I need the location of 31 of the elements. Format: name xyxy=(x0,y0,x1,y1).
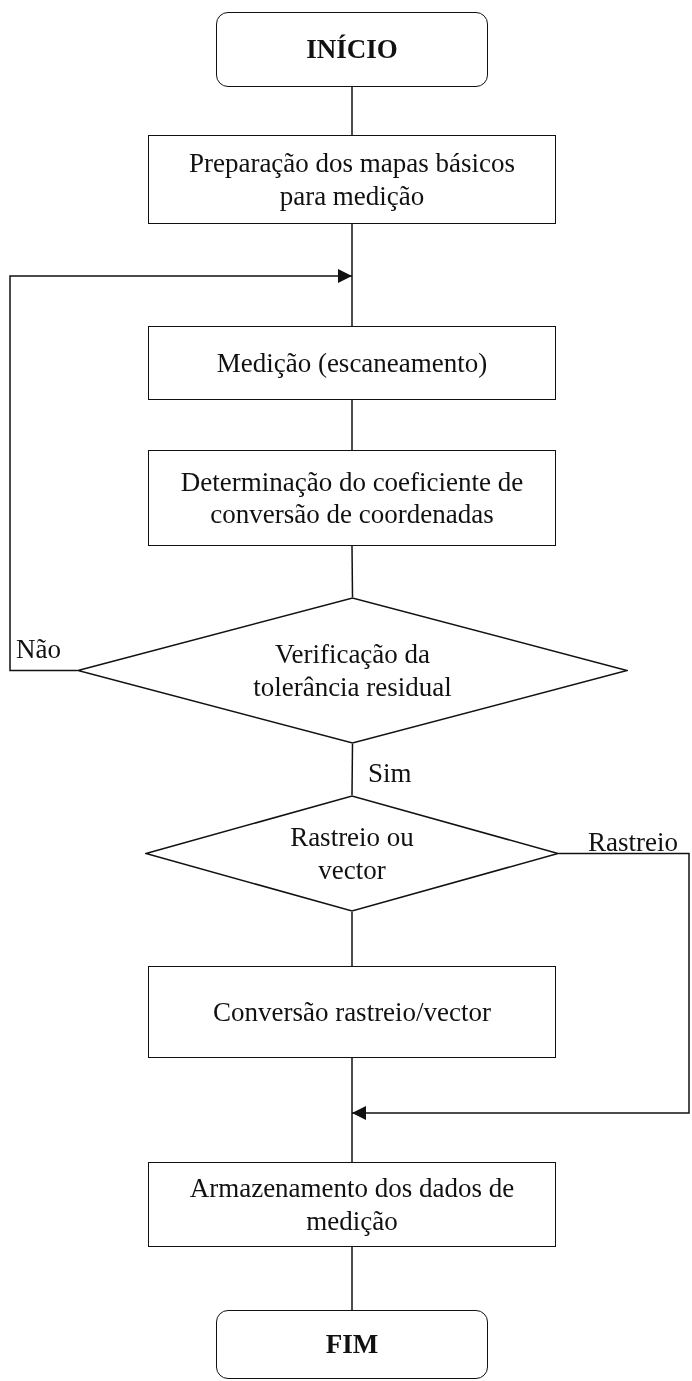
node-text: Preparação dos mapas básicos para medição xyxy=(187,147,517,212)
terminal-box xyxy=(216,12,488,87)
process-box xyxy=(148,326,556,400)
arrow xyxy=(351,852,690,1120)
edge-label: Rastreio xyxy=(588,829,678,856)
connector-line xyxy=(351,1246,353,1311)
decision-diamond xyxy=(145,795,559,912)
connector-line xyxy=(351,399,353,451)
connector-line xyxy=(351,911,353,967)
node-text: Armazenamento dos dados de medição xyxy=(188,1172,516,1237)
node-text: Verificação da tolerância residual xyxy=(252,638,453,703)
process-box xyxy=(148,135,556,224)
connector-line xyxy=(351,545,354,598)
process-box xyxy=(148,1162,556,1247)
node-text: Rastreio ou vector xyxy=(289,821,415,886)
process-box xyxy=(148,450,556,546)
node-text: Conversão rastreio/vector xyxy=(212,995,492,1029)
node-text: Medição (escaneamento) xyxy=(216,346,488,380)
connector-line xyxy=(351,1057,353,1163)
connector-line xyxy=(351,743,354,796)
connector-line xyxy=(351,86,353,136)
node-text: Determinação do coeficiente de conversão de coordenadas xyxy=(179,465,525,531)
edge-label: Não xyxy=(16,636,61,663)
arrow xyxy=(9,269,353,672)
node-text: INÍCIO xyxy=(306,33,398,66)
node-text: FIM xyxy=(325,1328,379,1361)
edge-label: Sim xyxy=(368,760,412,787)
process-box xyxy=(148,966,556,1058)
decision-diamond xyxy=(77,597,628,744)
terminal-box xyxy=(216,1310,488,1379)
connector-line xyxy=(351,223,353,327)
